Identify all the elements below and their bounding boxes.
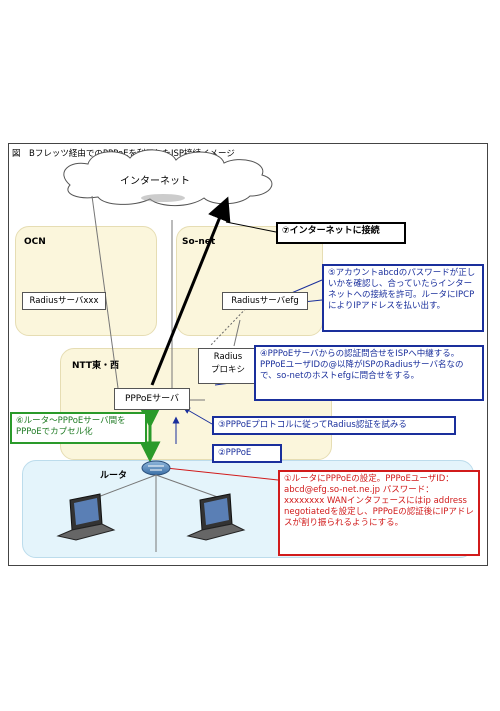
step7-callout: ⑦インターネットに接続 [276,222,406,244]
radius-server-xxx: Radiusサーバxxx [22,292,106,310]
internet-connection-arrow [150,196,231,386]
pppoe-server: PPPoEサーバ [114,388,190,410]
radius-proxy-line1: Radius [213,352,243,362]
step3-callout: ③PPPoEプロトコルに従ってRadius認証を試みる [212,416,456,435]
step6-callout: ⑥ルータ～PPPoEサーバ間をPPPoEでカプセル化 [10,412,147,444]
step4-callout: ④PPPoEサーバからの認証問合せをISPへ中継する。PPPoEユーザIDの@以… [254,345,484,401]
step5-callout: ⑤アカウントabcdのパスワードが正しいかを確認し、合っていたらインターネットへ… [322,264,484,332]
step2-callout: ②PPPoE [212,444,282,463]
router-icon [141,460,171,476]
ntt-label: NTT東・西 [72,361,120,371]
step1-callout: ①ルータにPPPoEの設定。PPPoEユーザID：abcd@efg.so-net… [278,470,480,556]
ocn-label: OCN [24,237,46,247]
radius-proxy-line2: プロキシ [210,365,245,375]
laptop-icon-right [186,493,246,541]
ocn-zone [15,226,157,336]
radius-server-efg: Radiusサーバefg [222,292,308,310]
router-zone-label: ルータ [100,471,128,481]
radius-proxy: Radius プロキシ [198,348,258,384]
sonet-label: So-net [182,237,216,247]
internet-cloud-icon [63,149,273,207]
internet-label: インターネット [120,176,190,187]
laptop-icon-left [56,493,116,541]
